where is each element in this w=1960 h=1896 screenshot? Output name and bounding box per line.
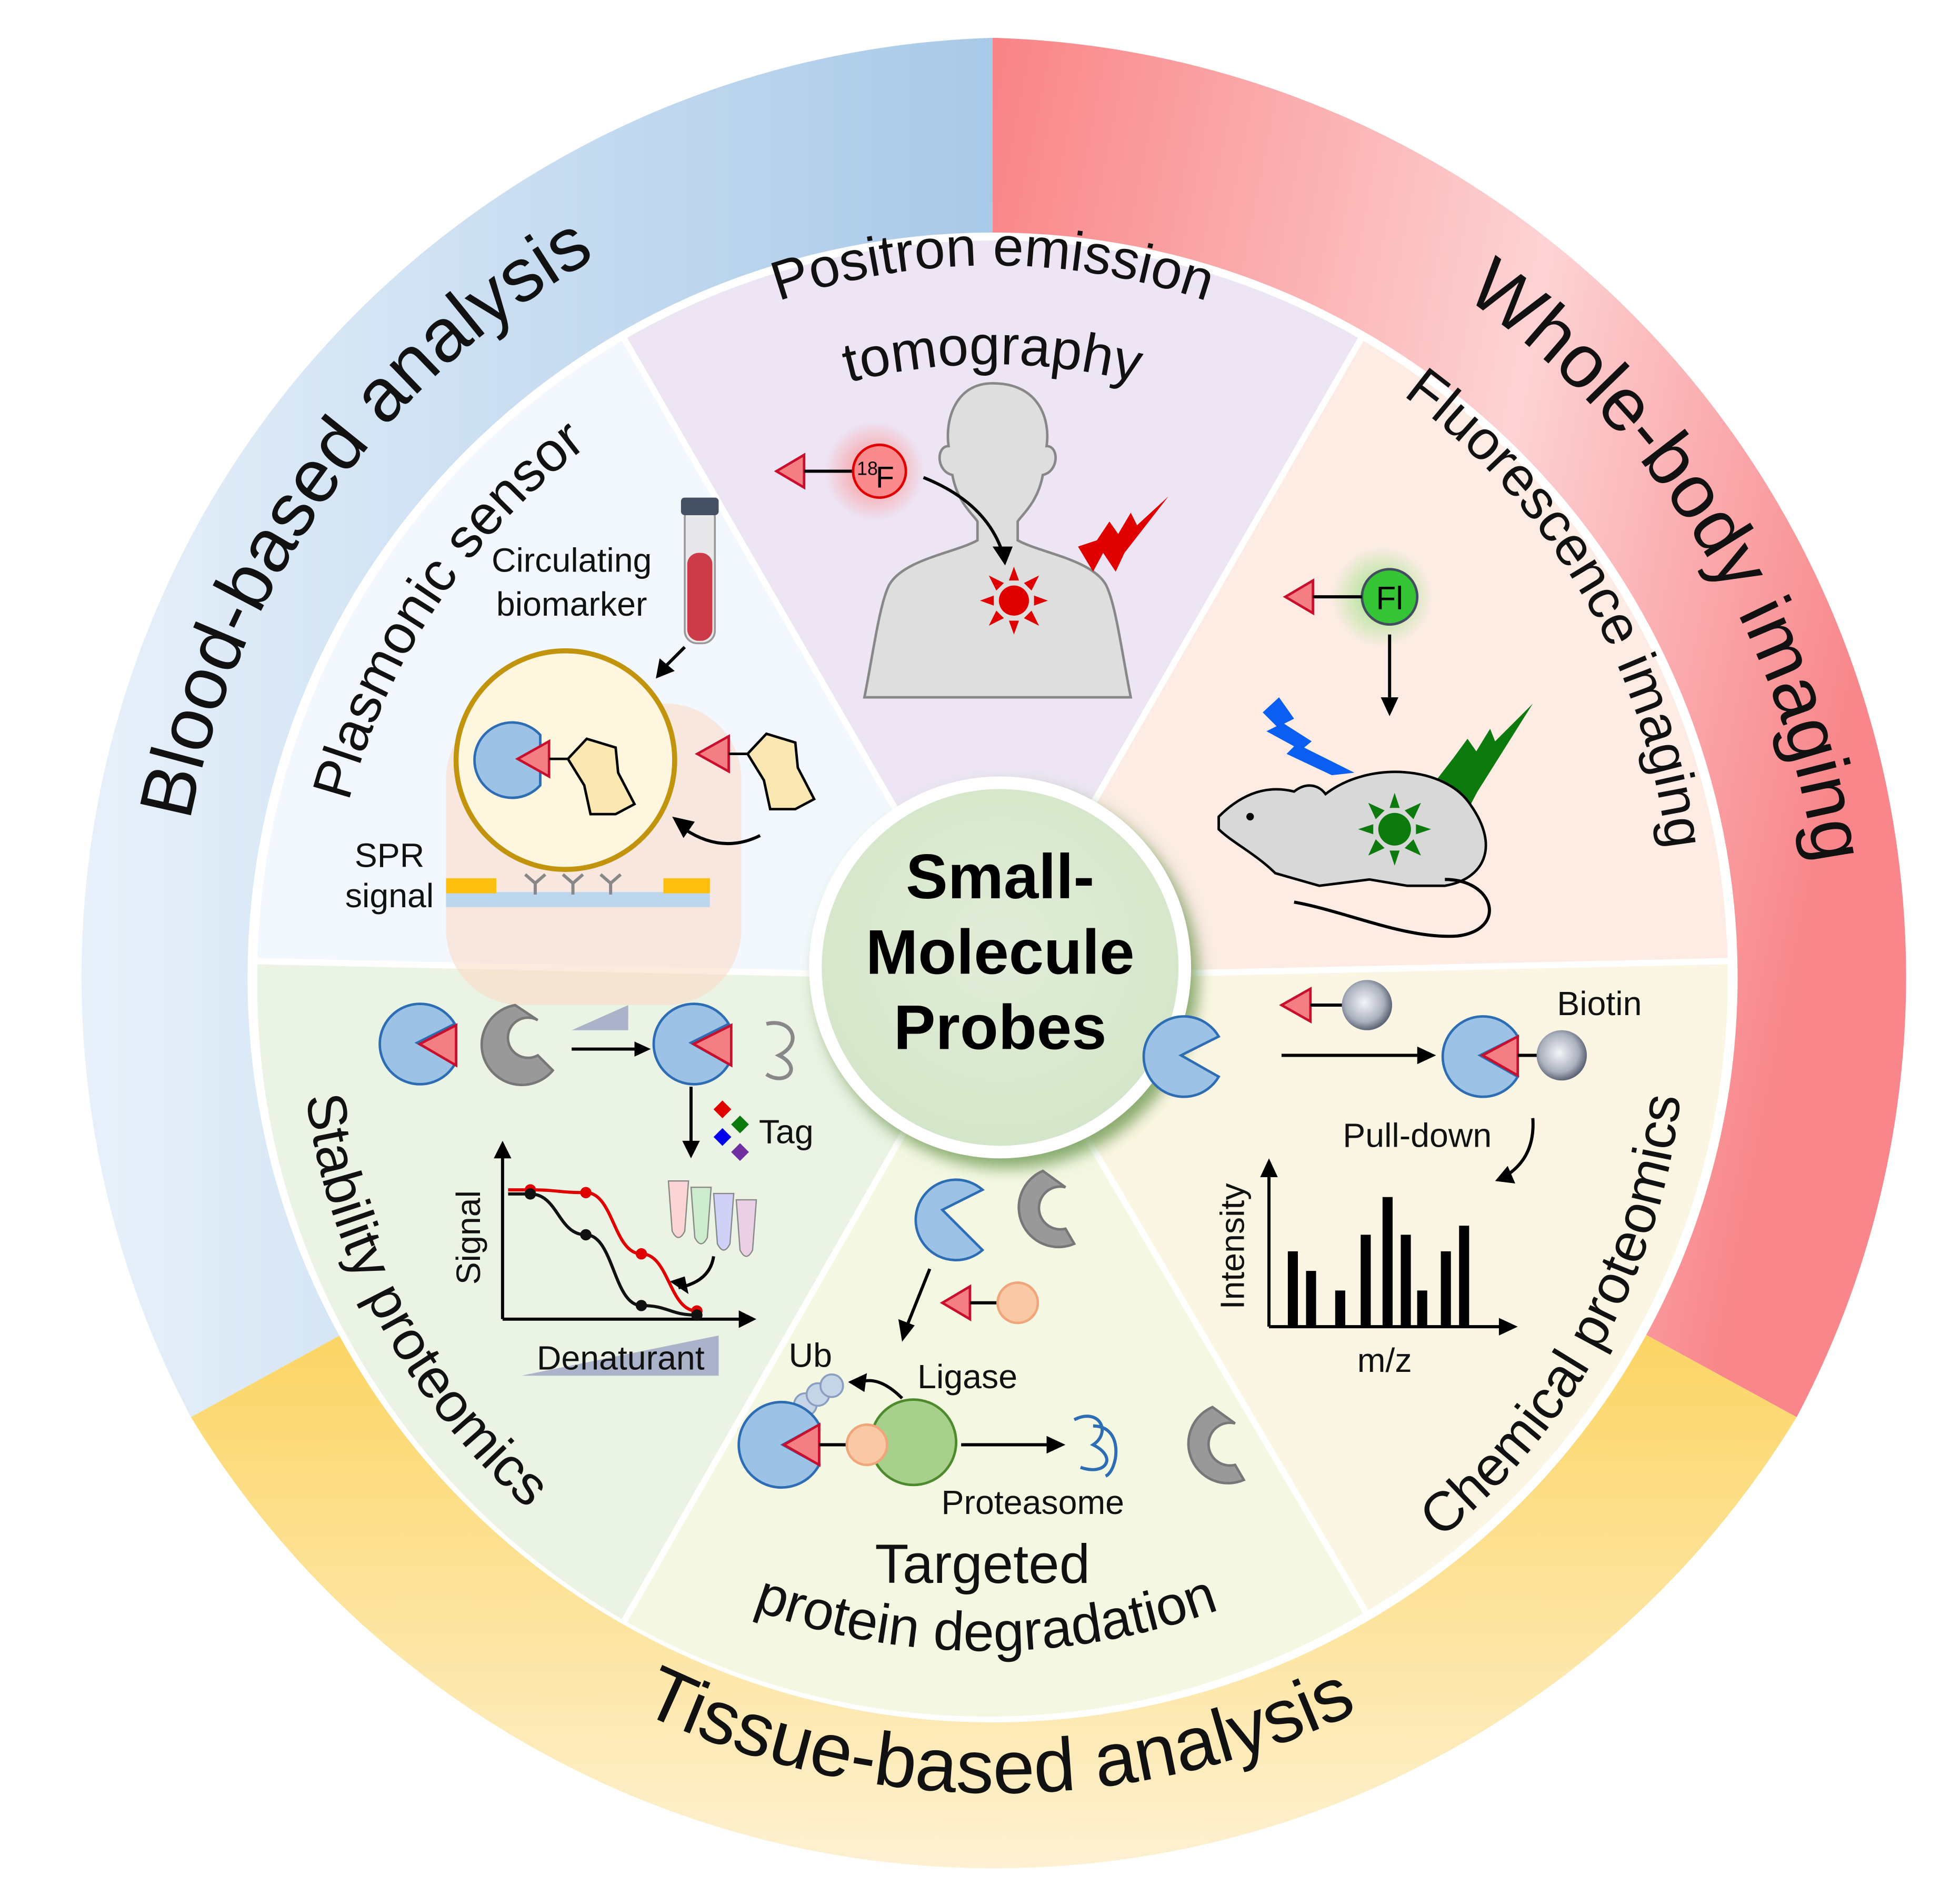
red-signal-sun-icon: [980, 566, 1048, 635]
label-tag: Tag: [759, 1113, 814, 1151]
center-hub: Small- Molecule Probes: [809, 776, 1192, 1159]
offtarget-protein-icon: [480, 1004, 555, 1087]
pet-arrow: [923, 476, 1004, 554]
blood-tube-icon: [681, 497, 719, 645]
fluorescence-illustration: Fl: [1217, 546, 1533, 938]
isotope-symbol: F: [876, 460, 894, 494]
ms-bar: [1382, 1197, 1393, 1327]
tag-diamonds-icon: [713, 1100, 749, 1161]
mass-spectrum-chart: Intensity m/z: [1213, 1158, 1518, 1379]
unfolded-protein-icon: [765, 1021, 795, 1080]
arrow-to-sensor: [665, 646, 686, 667]
ms-bar: [1306, 1271, 1316, 1327]
label-signal: signal: [345, 877, 434, 915]
ms-ylabel: Intensity: [1213, 1183, 1251, 1310]
center-title-line1: Small-: [906, 842, 1094, 912]
green-emission-bolt-icon: [1432, 704, 1533, 810]
target-protein-icon: [473, 721, 542, 799]
ms-bar: [1361, 1235, 1371, 1327]
other-protein-deg-icon: [1017, 1169, 1076, 1249]
title-degradation-line1: Targeted: [875, 1533, 1090, 1595]
label-spr: SPR: [355, 836, 425, 874]
chart-ylabel: Signal: [449, 1190, 487, 1285]
melt-curve-chart: Signal Denaturant: [449, 1140, 757, 1377]
f18-label-icon: [852, 443, 907, 499]
spr-chip: [446, 892, 710, 907]
blue-excitation-bolt-icon: [1263, 697, 1355, 776]
antibodies-icon: [524, 873, 622, 895]
chemical-illustration: Biotin Pull-down Intensity m/z: [1142, 980, 1642, 1379]
captured-target-icon: [1441, 1015, 1520, 1098]
degraded-peptides-icon: [1073, 1415, 1118, 1478]
ms-bar: [1459, 1226, 1469, 1327]
label-proteasome: Proteasome: [942, 1483, 1124, 1521]
red-gamma-bolt-icon: [1078, 496, 1169, 572]
arrow-head: [656, 658, 675, 679]
ms-bar: [1287, 1251, 1298, 1327]
sector-stability-bg: [257, 961, 993, 1621]
ms-bar: [1401, 1235, 1411, 1327]
green-signal-sun-icon: [1358, 792, 1431, 866]
label-ligase: Ligase: [917, 1358, 1017, 1396]
ms-bar: [1335, 1290, 1345, 1327]
probe-ligand-icon: [515, 739, 551, 779]
melt-curve-point: [691, 1309, 703, 1321]
sector-chemical-bg: [992, 961, 1728, 1612]
chart-xlabel: Denaturant: [537, 1339, 705, 1377]
melt-curve-point: [635, 1248, 647, 1260]
melt-curve-point: [580, 1187, 592, 1199]
inner-pie: [257, 240, 1728, 1717]
isotope-mass: 18: [857, 458, 878, 479]
spared-protein-icon: [1187, 1406, 1246, 1484]
target-protein-deg-icon: [914, 1178, 985, 1261]
melt-curve-point: [635, 1300, 647, 1311]
label-biomarker: biomarker: [496, 585, 647, 623]
center-title-line3: Probes: [894, 993, 1107, 1063]
plasmonic-illustration: Circulating biomarker SPR signal: [345, 497, 816, 1006]
mouse-tail: [1294, 878, 1491, 938]
e3-binder-icon: [996, 1281, 1039, 1325]
ms-bar: [1441, 1251, 1451, 1327]
degradation-illustration: Ub Ligase Proteasome: [737, 1169, 1246, 1521]
fluorophore-label: Fl: [1376, 580, 1403, 617]
sector-degradation-bg: [624, 977, 1366, 1717]
biotin-bead-icon: [1342, 980, 1392, 1030]
label-ub: Ub: [789, 1337, 832, 1375]
melt-curve-point: [524, 1188, 536, 1200]
label-biotin: Biotin: [1557, 985, 1642, 1022]
pet-illustration: 18 F: [774, 382, 1169, 699]
sector-fluorescence-bg: [992, 339, 1728, 978]
label-pulldown: Pull-down: [1343, 1117, 1492, 1155]
denaturant-wedge: [521, 1335, 719, 1376]
ternary-target-icon: [737, 1400, 821, 1489]
binding-arrow: [684, 828, 761, 845]
mouse-icon: [1217, 770, 1487, 887]
center-title-line2: Molecule: [866, 917, 1135, 987]
ms-bar: [1417, 1290, 1427, 1327]
ms-xlabel: m/z: [1357, 1341, 1412, 1379]
tmt-tubes-icon: [667, 1180, 757, 1257]
denaturant-gradient-icon: [572, 1005, 628, 1030]
sector-plasmonic-bg: [257, 339, 993, 978]
melt-curve-point: [580, 1229, 592, 1241]
tco-ring-icon-2: [746, 732, 816, 810]
stability-illustration: Tag Signal Denaturant: [378, 1002, 814, 1377]
label-circulating: Circulating: [492, 541, 652, 579]
tco-ring-icon: [566, 737, 636, 816]
free-target-icon: [1142, 1015, 1221, 1098]
